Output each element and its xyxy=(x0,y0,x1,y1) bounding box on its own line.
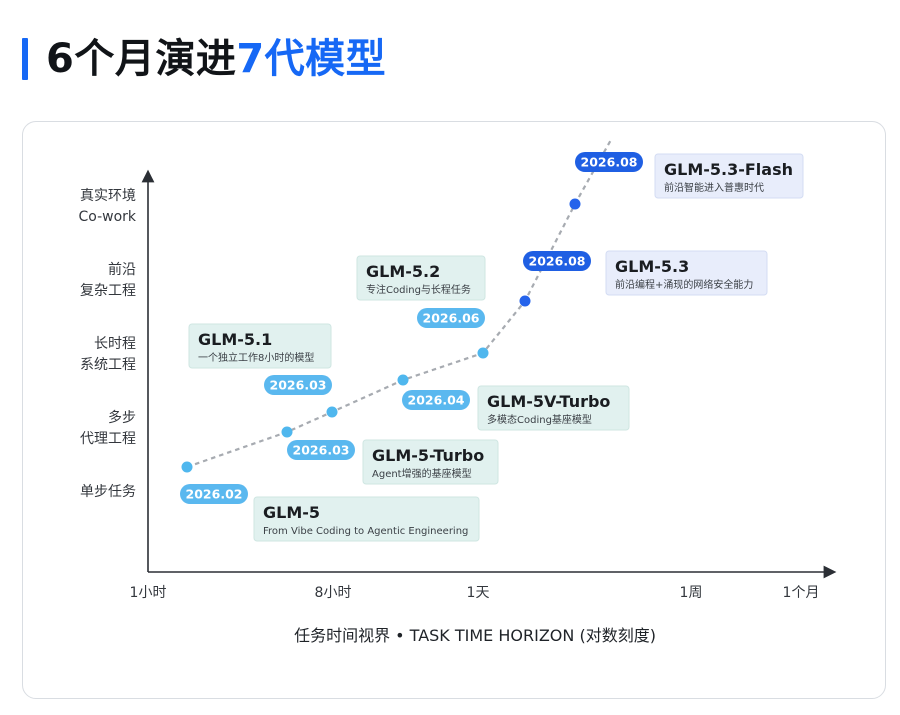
y-level-label: 多步 xyxy=(108,409,136,426)
chart-marks: 2026.02 2026.03 2026.03 2026.04 2026.06 2026.… xyxy=(180,137,804,542)
date-pill xyxy=(575,152,643,172)
model-description: From Vibe Coding to Agentic Engineering xyxy=(263,526,468,537)
date-pill xyxy=(523,251,591,271)
model-label-box xyxy=(253,496,480,542)
page-title: 6个月演进7代模型 xyxy=(46,32,386,86)
date-pill xyxy=(402,390,470,410)
data-point xyxy=(519,295,531,307)
y-level-label: 单步任务 xyxy=(80,484,136,500)
data-point xyxy=(281,426,293,438)
model-name: GLM-5.1 xyxy=(198,330,272,349)
model-name: GLM-5-Turbo xyxy=(372,446,484,465)
date-pill xyxy=(417,308,485,328)
x-tick-label: 1周 xyxy=(680,585,703,601)
model-description: 前沿智能进入普惠时代 xyxy=(664,181,764,194)
model-name: GLM-5.3 xyxy=(615,257,689,276)
model-label-box xyxy=(605,250,768,296)
data-point xyxy=(181,461,193,473)
data-point xyxy=(326,406,338,418)
trend-line xyxy=(186,137,613,469)
x-tick-label: 8小时 xyxy=(315,585,352,601)
model-label-box xyxy=(477,385,630,431)
y-level-label: 代理工程 xyxy=(80,431,136,447)
x-tick-label: 1小时 xyxy=(130,585,167,601)
date-label: 2026.04 xyxy=(408,393,465,408)
model-description: 一个独立工作8小时的模型 xyxy=(198,351,314,364)
model-description: 前沿编程+涌现的网络安全能力 xyxy=(615,278,753,291)
model-label-box xyxy=(188,323,332,369)
model-label-box xyxy=(654,153,804,199)
model-description: 专注Coding与长程任务 xyxy=(366,283,471,296)
y-level-label: 真实环境 xyxy=(80,188,136,204)
model-name: GLM-5V-Turbo xyxy=(487,392,610,411)
date-label: 2026.03 xyxy=(270,378,327,393)
model-name: GLM-5.3-Flash xyxy=(664,160,793,179)
data-point xyxy=(397,374,409,386)
data-point xyxy=(569,198,581,210)
y-level-label: 长时程 xyxy=(94,336,136,352)
page-title-accent: 7代模型 xyxy=(236,36,387,82)
x-tick-label: 1个月 xyxy=(783,585,820,601)
data-point xyxy=(477,347,489,359)
date-label: 2026.08 xyxy=(581,155,638,170)
title-accent-bar xyxy=(22,38,28,80)
date-pill xyxy=(287,440,355,460)
model-name: GLM-5 xyxy=(263,503,320,522)
page-title-prefix: 6个月演进 xyxy=(46,36,237,82)
model-description: 多模态Coding基座模型 xyxy=(487,413,592,426)
date-label: 2026.02 xyxy=(186,487,243,502)
y-level-label: 复杂工程 xyxy=(80,282,136,299)
x-axis-title: 任务时间视界 • TASK TIME HORIZON (对数刻度) xyxy=(294,626,656,645)
model-label-box xyxy=(356,255,486,301)
y-level-label: 前沿 xyxy=(108,261,136,278)
model-description: Agent增强的基座模型 xyxy=(372,467,472,480)
date-label: 2026.03 xyxy=(293,443,350,458)
date-label: 2026.06 xyxy=(423,311,480,326)
y-level-label: 系统工程 xyxy=(80,357,136,373)
model-name: GLM-5.2 xyxy=(366,262,440,281)
date-label: 2026.08 xyxy=(529,254,586,269)
y-level-label: Co-work xyxy=(78,209,136,225)
x-tick-label: 1天 xyxy=(467,585,490,601)
date-pill xyxy=(264,375,332,395)
date-pill xyxy=(180,484,248,504)
model-label-box xyxy=(362,439,499,485)
